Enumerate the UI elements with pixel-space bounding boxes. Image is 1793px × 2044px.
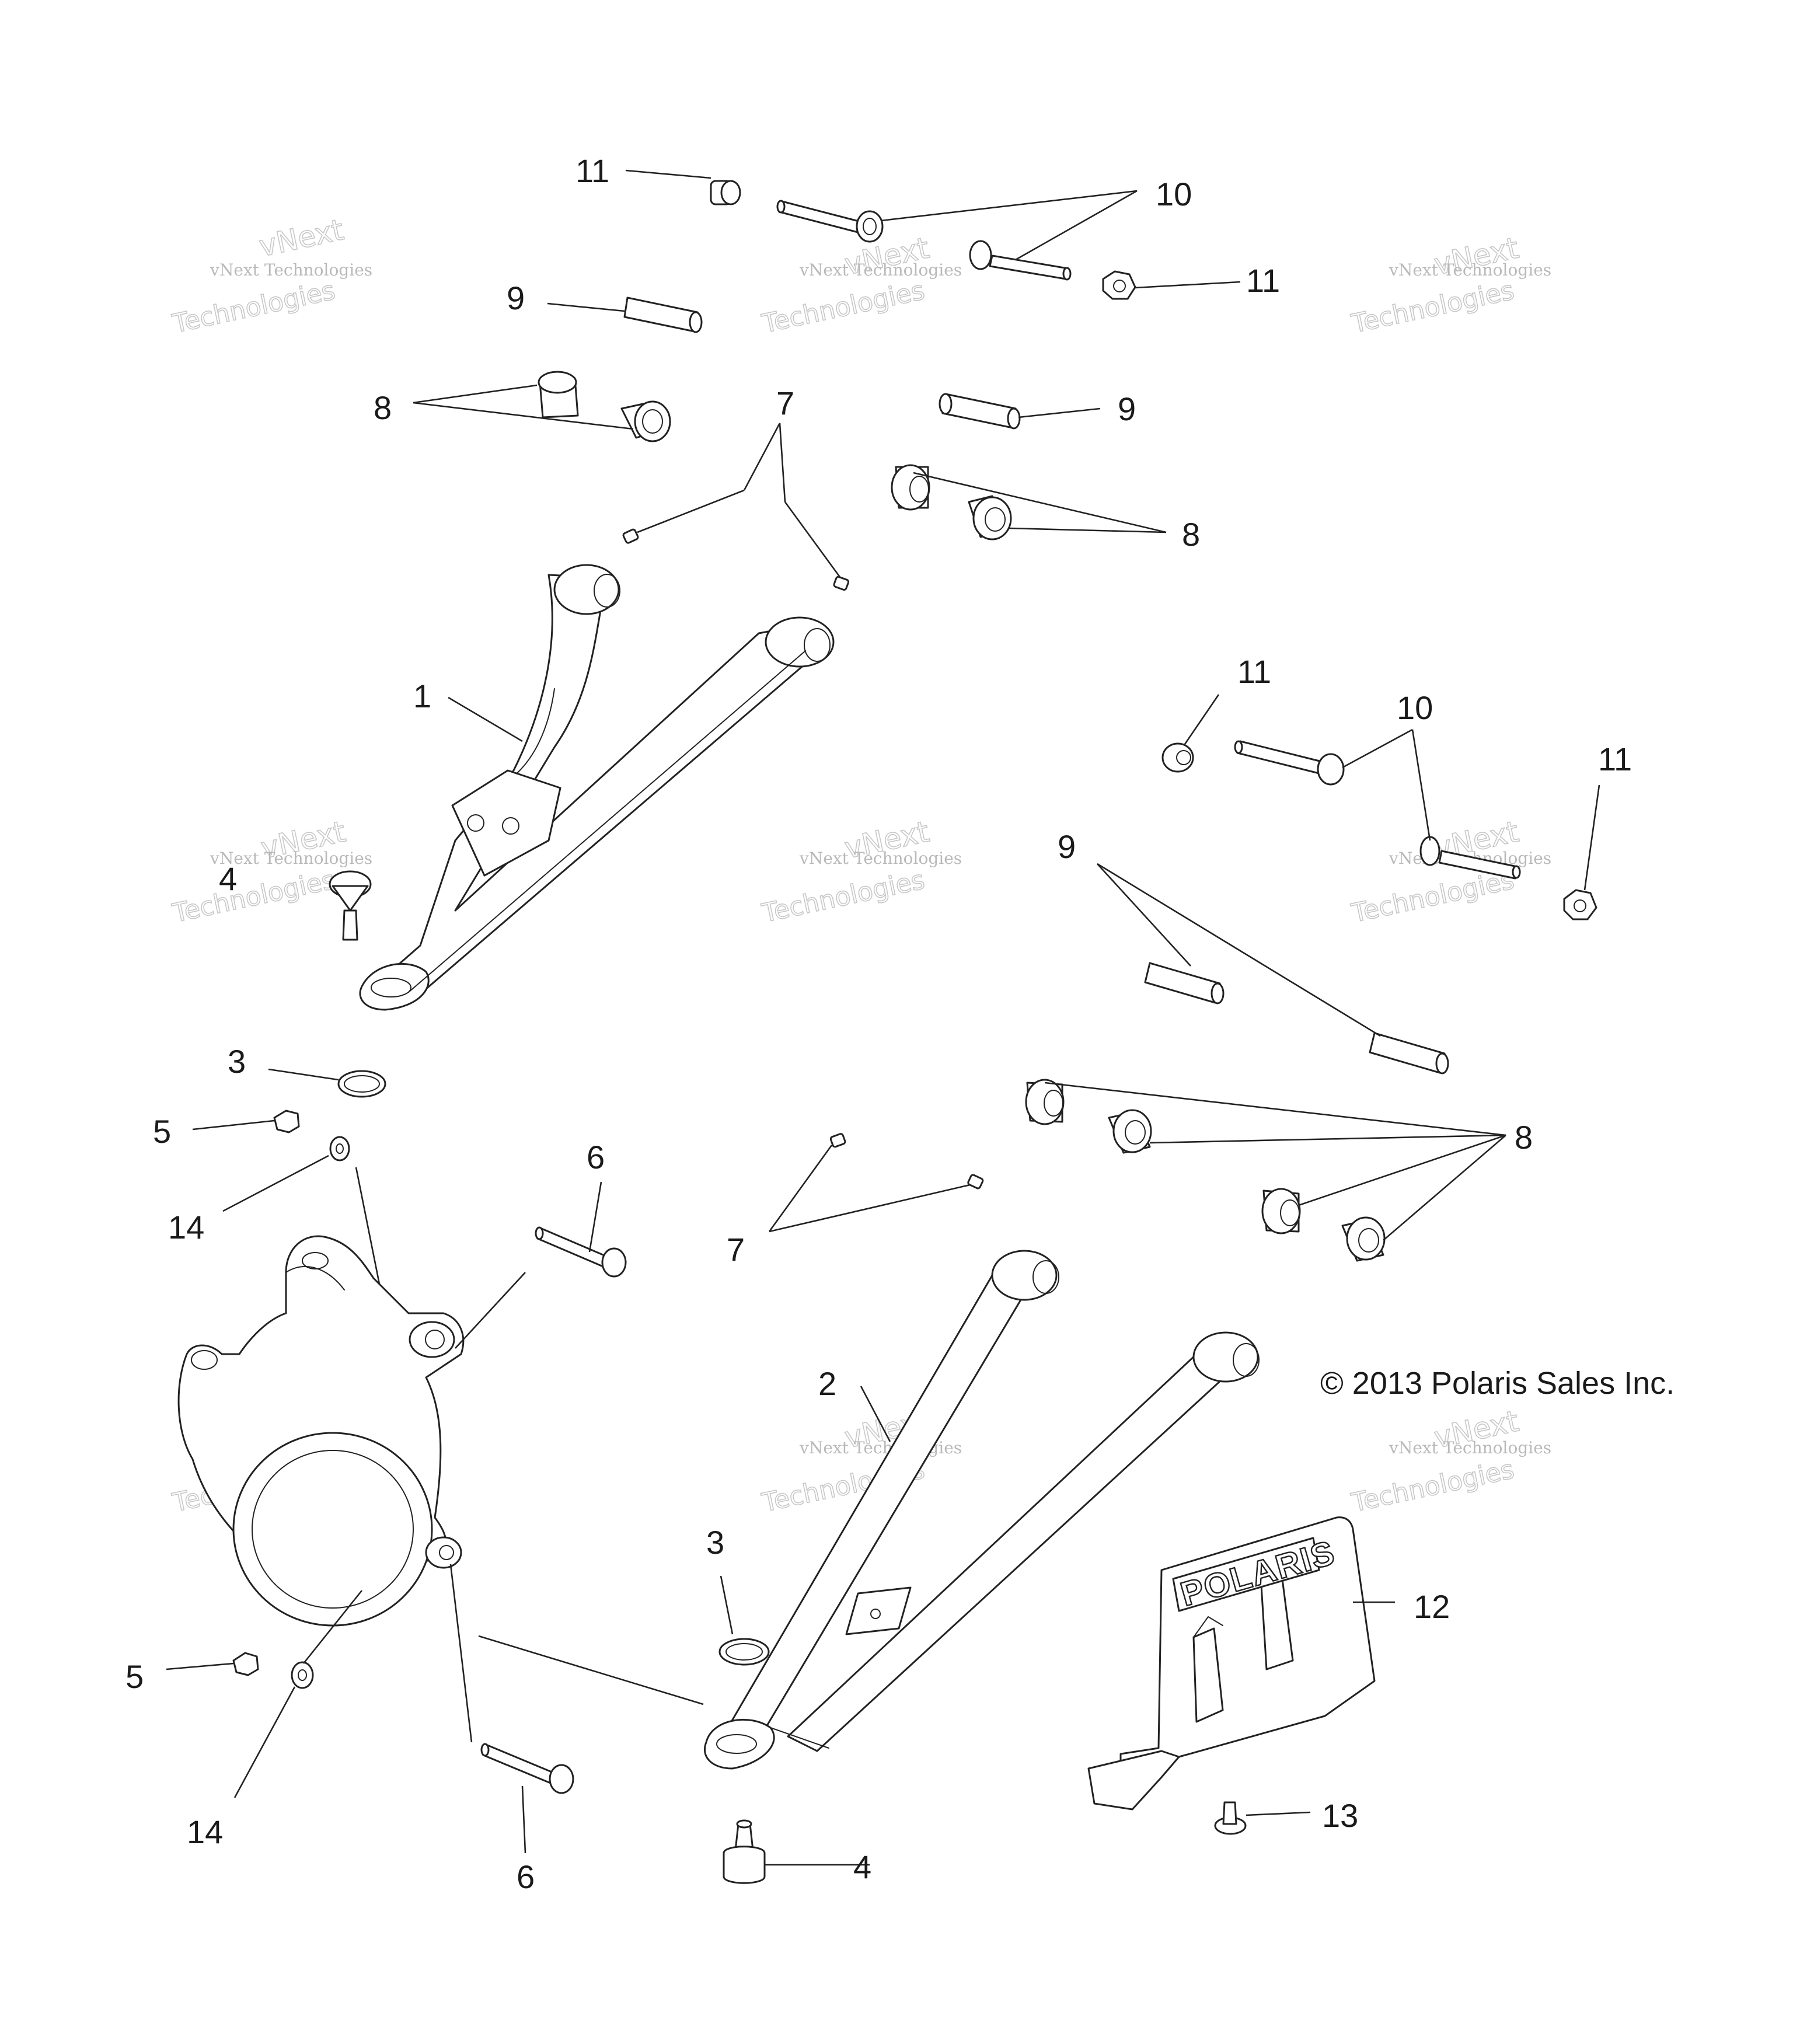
callout-4-lower: 4 [853, 1848, 871, 1885]
nut-5-lower [232, 1652, 259, 1676]
nut-11-top [710, 180, 741, 205]
watermark-top-left: vNext [256, 212, 347, 264]
bushing-8-mid-a [1025, 1079, 1065, 1125]
callout-5-upper: 5 [153, 1113, 171, 1150]
nut-11-mid-right [1563, 889, 1597, 920]
watermark-text: vNext Technologies [799, 849, 962, 868]
sleeve-9-upper-left [623, 297, 703, 333]
callout-11-mid-right: 11 [1598, 741, 1632, 777]
washer-14-upper [329, 1136, 350, 1161]
nut-11-top-right [1102, 270, 1136, 300]
washer-14-lower [291, 1661, 314, 1689]
callout-8-top-right: 8 [1182, 516, 1200, 553]
sleeve-9-upper-right [939, 393, 1021, 430]
watermark-text: vNext Technologies [1389, 1438, 1551, 1457]
sleeve-9-mid-b [1369, 1032, 1449, 1075]
callout-3-lower: 3 [706, 1524, 724, 1561]
grease-fitting-7-upper-a [622, 528, 639, 544]
callout-11-mid-left: 11 [1237, 653, 1271, 690]
callout-12: 12 [1414, 1588, 1450, 1625]
nut-11-mid-left [1161, 742, 1194, 773]
grease-fitting-7-upper-b [833, 575, 850, 591]
callout-5-lower: 5 [125, 1658, 144, 1695]
svg-text:vNext: vNext [256, 212, 347, 263]
nut-5-upper [273, 1110, 300, 1133]
bushing-8-mid-c [1261, 1188, 1301, 1234]
callout-10-top: 10 [1156, 176, 1192, 212]
watermark-text: Technologies [170, 865, 338, 929]
watermark-text: Technologies [759, 865, 927, 929]
bolt-10-lower [969, 240, 1072, 281]
grease-fitting-7-lower-a [829, 1133, 846, 1148]
ball-joint-4-lower [723, 1819, 766, 1884]
steering-knuckle [177, 1235, 465, 1627]
callout-14-upper: 14 [168, 1209, 204, 1246]
watermark-text: vNext Technologies [210, 260, 372, 280]
watermark-text: Technologies [759, 275, 927, 339]
callout-9-top-right: 9 [1118, 390, 1136, 427]
a-arm-guard: POLARIS [1087, 1516, 1376, 1811]
callout-9-top-left: 9 [507, 280, 525, 316]
bushing-8-mid-d [1341, 1216, 1386, 1262]
bolt-10-mid-right [1419, 836, 1521, 880]
circlip-3-upper [337, 1070, 386, 1098]
callout-7-lower: 7 [727, 1231, 745, 1268]
callout-7-top: 7 [776, 385, 794, 421]
callout-8-mid: 8 [1515, 1119, 1533, 1156]
callout-6-lower: 6 [517, 1858, 535, 1895]
bushing-8-upper-right-b [968, 495, 1012, 540]
bolt-6-upper [535, 1226, 627, 1278]
callout-10-mid: 10 [1397, 689, 1433, 726]
callout-11-top-right: 11 [1246, 262, 1280, 299]
bushing-8-upper-left-b [620, 400, 671, 442]
copyright-text: © 2013 Polaris Sales Inc. [1320, 1366, 1675, 1401]
upper-a-arm [359, 564, 835, 1011]
bushing-8-mid-b [1108, 1109, 1152, 1154]
callout-9-mid: 9 [1058, 828, 1076, 865]
watermark-text: Technologies [170, 275, 338, 339]
callout-4-upper: 4 [219, 860, 237, 897]
bolt-13 [1214, 1801, 1247, 1835]
watermark-text: vNext Technologies [799, 260, 962, 280]
callout-1: 1 [413, 678, 431, 714]
ball-joint-4-upper [329, 870, 372, 941]
watermark-text: vNext Technologies [1389, 260, 1551, 280]
bolt-6-lower [480, 1743, 574, 1794]
watermark-text: vNext Technologies [210, 849, 372, 868]
bushing-8-upper-left-a [538, 371, 579, 418]
lower-a-arm [703, 1250, 1260, 1770]
callout-3-upper: 3 [228, 1043, 246, 1080]
callout-6-upper: 6 [587, 1139, 605, 1176]
sleeve-9-mid-a [1144, 962, 1225, 1004]
callout-14-lower: 14 [187, 1813, 223, 1850]
watermark-text: Technologies [1349, 1454, 1517, 1518]
bolt-10-mid-left [1234, 740, 1345, 786]
bushing-8-upper-right-a [891, 464, 930, 511]
watermark-text: Technologies [1349, 275, 1517, 339]
callout-2: 2 [818, 1365, 836, 1402]
circlip-3-lower [718, 1638, 770, 1666]
callout-8-top-left: 8 [374, 389, 392, 426]
bolt-10-upper [776, 200, 884, 243]
grease-fitting-7-lower-b [967, 1174, 984, 1190]
callout-11-top: 11 [575, 152, 609, 189]
watermark-text: Technologies [1349, 865, 1517, 929]
leader-lines [166, 169, 1600, 1866]
callout-13: 13 [1322, 1797, 1358, 1834]
